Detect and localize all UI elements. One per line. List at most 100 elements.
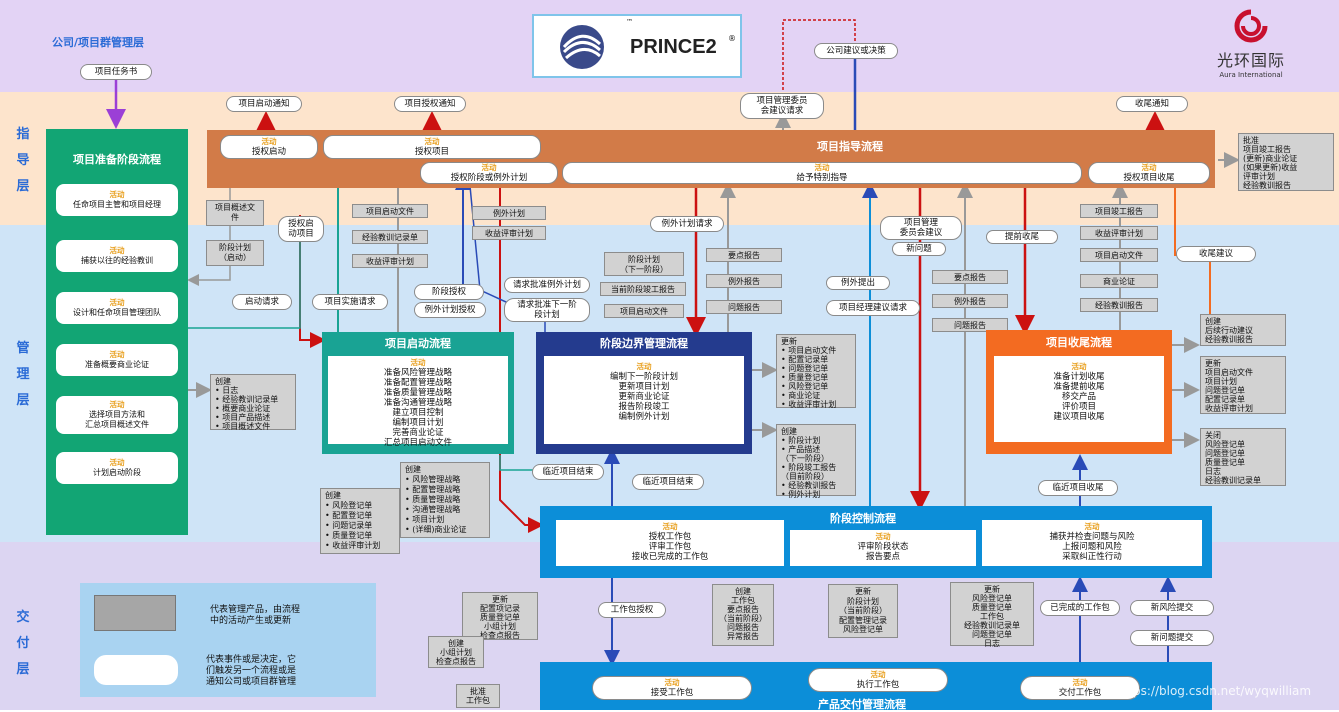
closure-recommendation-event: 收尾建议 xyxy=(1176,246,1256,262)
near-project-end-event: 临近项目结束 xyxy=(532,464,604,480)
closing-process: 项目收尾流程 活动 准备计划收尾准备提前收尾移交产品评价项目建议项目收尾 xyxy=(986,330,1172,454)
pid-doc: 项目启动文件 xyxy=(352,204,428,218)
near-stage-end-event: 临近项目结束 xyxy=(632,474,704,490)
initiation-registers-doc: 创建• 风险登记单• 配置登记单• 问题记录单• 质量登记单• 收益评审计划 xyxy=(320,488,400,554)
end-stage-report-doc: 当前阶段竣工报告 xyxy=(600,282,686,296)
startup-activity-4[interactable]: 活动准备概要商业论证 xyxy=(56,344,178,376)
watermark: https://blog.csdn.net/wyqwilliam xyxy=(1116,684,1312,698)
authorization-notice-event: 项目授权通知 xyxy=(394,96,466,112)
stage-boundary-process-title: 阶段边界管理流程 xyxy=(600,337,688,350)
authorize-closure-activity[interactable]: 活动授权项目收尾 xyxy=(1088,162,1210,184)
legend-event-swatch xyxy=(94,655,178,685)
initiation-strategies-doc: 创建• 风险管理战略• 配置管理战略• 质量管理战略• 沟通管理战略• 项目计划… xyxy=(400,462,490,538)
business-case-doc: 商业论证 xyxy=(1080,274,1158,288)
highlight-report-doc-2: 要点报告 xyxy=(932,270,1008,284)
near-project-close-event: 临近项目收尾 xyxy=(1038,480,1118,496)
authorize-initiation-event: 授权启动项目 xyxy=(278,216,324,242)
directing-output-doc: 批准项目竣工报告(更新)商业论证(如果更新)收益评审计划经验教训报告 xyxy=(1238,133,1334,191)
give-ad-hoc-direction-activity[interactable]: 活动给予特别指导 xyxy=(562,162,1082,184)
prince2-logo: PRINCE2 ™ ® xyxy=(532,14,742,78)
stage-control-process-title: 阶段控制流程 xyxy=(830,512,896,525)
implementation-request-event: 项目实施请求 xyxy=(312,294,388,310)
completed-work-package-event: 已完成的工作包 xyxy=(1040,600,1120,616)
work-package-authorization-event: 工作包授权 xyxy=(598,602,666,618)
directing-process-title: 项目指导流程 xyxy=(817,140,883,153)
legend-event-text: 代表事件或是决定，它们触发另一个流程或是通知公司或项目群管理 xyxy=(206,655,297,687)
initiation-request-event: 启动请求 xyxy=(232,294,292,310)
startup-activity-5[interactable]: 活动选择项目方法和 汇总项目概述文件 xyxy=(56,396,178,434)
benefits-review-plan-doc: 收益评审计划 xyxy=(472,226,546,240)
exception-plan-request-event: 例外计划请求 xyxy=(650,216,724,232)
exception-plan-authorization-event: 例外计划授权 xyxy=(414,302,486,318)
closing-update-doc: 更新项目启动文件项目计划问题登记单配置记录单收益评审计划 xyxy=(1200,356,1286,414)
benefits-plan-doc: 收益评审计划 xyxy=(352,254,428,268)
new-issue-event: 新问题 xyxy=(892,242,946,256)
issue-report-doc-2: 问题报告 xyxy=(932,318,1008,332)
aura-logo: 光环国际 Aura International xyxy=(1196,8,1306,86)
authorize-project-activity[interactable]: 活动授权项目 xyxy=(323,135,541,159)
execute-work-package-activity[interactable]: 活动执行工作包 xyxy=(808,668,948,692)
deliver-work-package-activity[interactable]: 活动交付工作包 xyxy=(1020,676,1140,700)
issue-report-doc: 问题报告 xyxy=(706,300,782,314)
delivery-process-title: 产品交付管理流程 xyxy=(818,698,906,711)
initiation-notice-event: 项目启动通知 xyxy=(226,96,302,112)
closure-notice-event: 收尾通知 xyxy=(1116,96,1188,112)
benefits-review-plan-doc-2: 收益评审计划 xyxy=(1080,226,1158,240)
lessons-report-doc: 经验教训报告 xyxy=(1080,298,1158,312)
exception-report-doc-2: 例外报告 xyxy=(932,294,1008,308)
legend-doc-swatch xyxy=(94,595,176,631)
startup-activity-6[interactable]: 活动计划启动阶段 xyxy=(56,452,178,484)
delivering-band-label: 交付层 xyxy=(16,610,30,677)
stage-boundary-activities[interactable]: 活动 编制下一阶段计划更新项目计划更新商业论证报告阶段竣工编制例外计划 xyxy=(544,356,744,444)
startup-activity-3[interactable]: 活动设计和任命项目管理团队 xyxy=(56,292,178,324)
directing-band-label: 指导层 xyxy=(16,127,30,194)
stage-control-activity-3[interactable]: 活动捕获并检查问题与风险上报问题和风险采取纠正性行动 xyxy=(982,520,1202,566)
startup-outputs-doc: 创建• 日志• 经验教训记录单• 概要商业论证• 项目产品描述• 项目概述文件 xyxy=(210,374,296,431)
pid-doc-2: 项目启动文件 xyxy=(604,304,684,318)
authorize-initiation-activity[interactable]: 活动授权启动 xyxy=(220,135,318,159)
control-update-doc-1: 更新阶段计划（当前阶段）配置管理记录风险登记单 xyxy=(828,584,898,638)
exception-report-doc: 例外报告 xyxy=(706,274,782,288)
initiation-process: 项目启动流程 活动 准备风险管理战略准备配置管理战略准备质量管理战略准备沟通管理… xyxy=(322,332,514,454)
delivery-approve-doc: 批准工作包 xyxy=(456,684,500,708)
closing-close-doc: 关闭风险登记单问题登记单质量登记单日志经验教训记录单 xyxy=(1200,428,1286,486)
stage-boundary-creates-doc: 创建• 阶段计划• 产品描述（下一阶段）• 阶段竣工报告（目前阶段）• 经验教训… xyxy=(776,424,856,499)
closing-create-doc: 创建后续行动建议经验教训报告 xyxy=(1200,314,1286,346)
end-project-report-doc: 项目竣工报告 xyxy=(1080,204,1158,218)
next-stage-plan-doc: 阶段计划（下一阶段） xyxy=(604,252,684,276)
stage-authorization-event: 阶段授权 xyxy=(414,284,484,300)
initiation-activities[interactable]: 活动 准备风险管理战略准备配置管理战略准备质量管理战略准备沟通管理战略建立项目控… xyxy=(328,356,508,448)
startup-activity-1[interactable]: 活动任命项目主管和项目经理 xyxy=(56,184,178,216)
lessons-log-doc: 经验教训记录单 xyxy=(352,230,428,244)
request-exception-plan-event: 请求批准例外计划 xyxy=(504,277,590,293)
prince2-emblem-icon xyxy=(560,25,604,69)
request-next-stage-plan-event: 请求批准下一阶段计划 xyxy=(504,298,590,322)
stage-boundary-updates-doc: 更新• 项目启动文件• 配置记录单• 问题登记单• 质量登记单• 风险登记单• … xyxy=(776,334,856,409)
control-create-doc: 创建工作包要点报告（当前阶段）问题报告异常报告 xyxy=(712,584,774,646)
aura-emblem-icon xyxy=(1234,9,1268,43)
new-issue-submission-event: 新问题提交 xyxy=(1130,630,1214,646)
delivery-update-doc: 更新配置项记录质量登记单小组计划检查点报告 xyxy=(462,592,538,640)
stage-control-activity-1[interactable]: 活动授权工作包评审工作包接收已完成的工作包 xyxy=(556,520,784,566)
new-risk-submission-event: 新风险提交 xyxy=(1130,600,1214,616)
closing-activities[interactable]: 活动 准备计划收尾准备提前收尾移交产品评价项目建议项目收尾 xyxy=(994,356,1164,442)
accept-work-package-activity[interactable]: 活动接受工作包 xyxy=(592,676,752,700)
managing-band-label: 管理层 xyxy=(16,341,30,408)
delivery-create-doc: 创建小组计划检查点报告 xyxy=(428,636,484,668)
exception-plan-doc: 例外计划 xyxy=(472,206,546,220)
mandate-event: 项目任务书 xyxy=(80,64,152,80)
authorize-stage-activity[interactable]: 活动授权阶段或例外计划 xyxy=(420,162,558,184)
stage-boundary-process: 阶段边界管理流程 活动 编制下一阶段计划更新项目计划更新商业论证报告阶段竣工编制… xyxy=(536,332,752,454)
board-advice-event: 项目管理委员会建议 xyxy=(880,216,962,240)
startup-process-title: 项目准备阶段流程 xyxy=(73,153,161,166)
legend-doc-text: 代表管理产品，由流程中的活动产生或更新 xyxy=(210,605,301,626)
initiation-stage-plan-doc: 阶段计划（启动） xyxy=(206,240,264,266)
stage-control-activity-2[interactable]: 活动评审阶段状态报告要点 xyxy=(790,530,976,566)
highlight-report-doc: 要点报告 xyxy=(706,248,782,262)
premature-close-event: 提前收尾 xyxy=(986,230,1058,244)
control-update-doc-2: 更新风险登记单质量登记单工作包经验教训记录单问题登记单日志 xyxy=(950,582,1034,648)
startup-activity-2[interactable]: 活动捕获以往的经验教训 xyxy=(56,240,178,272)
exception-raised-event: 例外提出 xyxy=(826,276,890,290)
pid-doc-3: 项目启动文件 xyxy=(1080,248,1158,262)
org-band-label: 公司/项目群管理层 xyxy=(52,36,145,49)
